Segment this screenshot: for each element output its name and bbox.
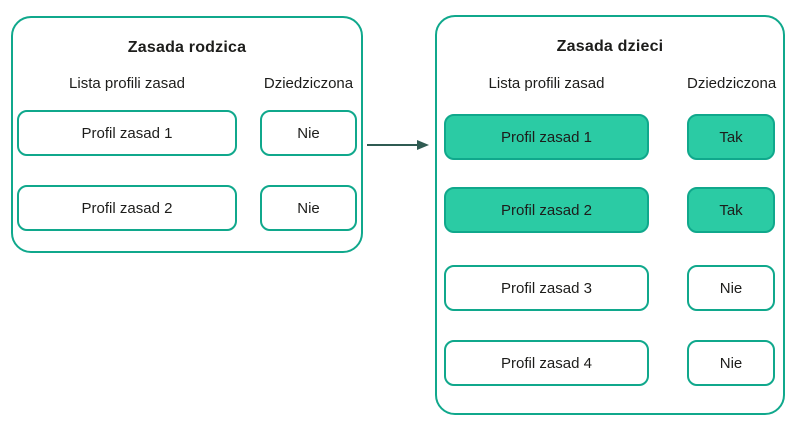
parent-policy-panel: Zasada rodzica Lista profili zasad Dzied… (11, 16, 363, 253)
right-arrow-icon (367, 140, 429, 150)
parent-profile-box-2: Profil zasad 2 (17, 185, 237, 231)
child-policy-panel: Zasada dzieci Lista profili zasad Dziedz… (435, 15, 785, 415)
child-profile-box-2: Profil zasad 2 (444, 187, 649, 233)
child-inherited-badge-1: Tak (687, 114, 775, 160)
child-profile-box-3: Profil zasad 3 (444, 265, 649, 311)
child-inherited-badge-2: Tak (687, 187, 775, 233)
child-inherited-badge-4: Nie (687, 340, 775, 386)
child-column-header-inherited: Dziedziczona (687, 75, 777, 92)
child-profile-box-1: Profil zasad 1 (444, 114, 649, 160)
child-inherited-badge-3: Nie (687, 265, 775, 311)
child-policy-title: Zasada dzieci (556, 38, 664, 55)
parent-column-header-inherited: Dziedziczona (263, 75, 354, 92)
parent-column-header-profiles: Lista profili zasad (69, 75, 185, 92)
parent-inherited-badge-1: Nie (260, 110, 357, 156)
parent-profile-box-1: Profil zasad 1 (17, 110, 237, 156)
inheritance-arrow (366, 137, 430, 153)
parent-policy-title: Zasada rodzica (127, 39, 247, 56)
child-column-header-profiles: Lista profili zasad (488, 75, 605, 92)
parent-inherited-badge-2: Nie (260, 185, 357, 231)
child-profile-box-4: Profil zasad 4 (444, 340, 649, 386)
